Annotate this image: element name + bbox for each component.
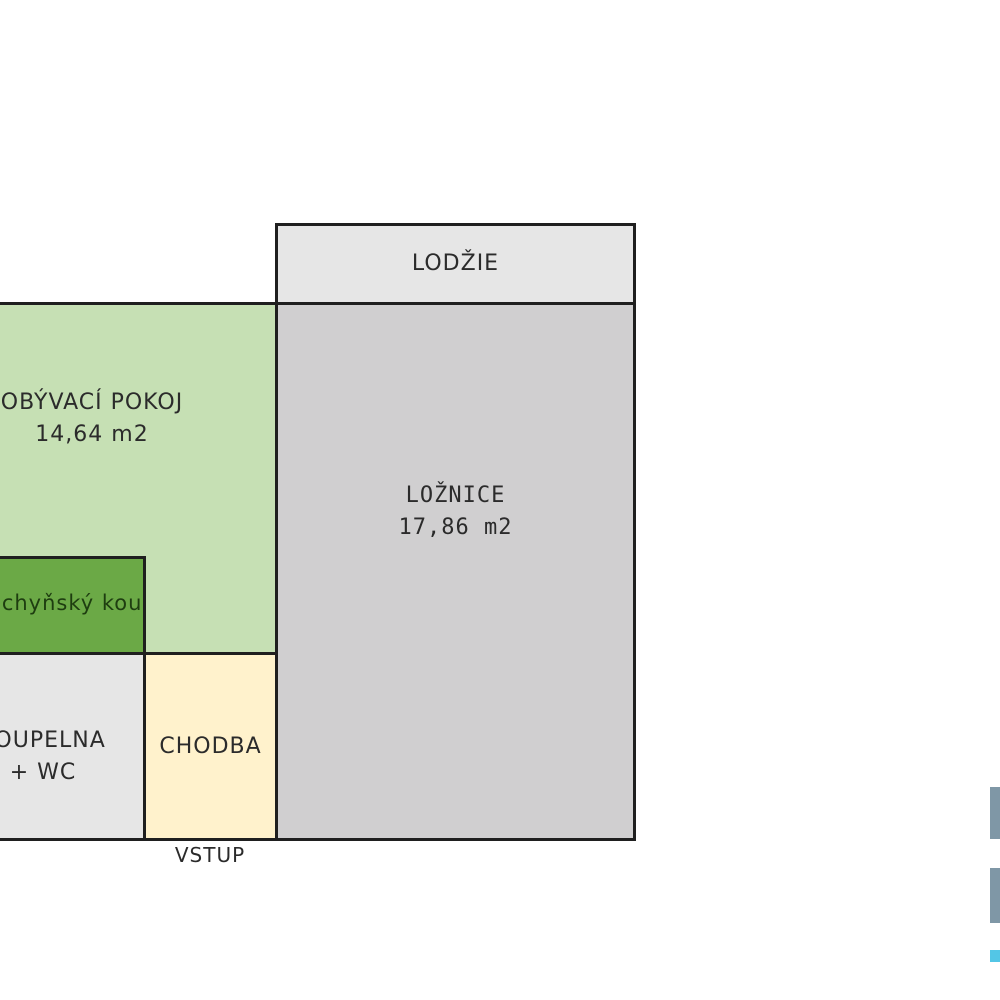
room-label-obyvaci-pokoj: OBÝVACÍ POKOJ: [0, 390, 184, 415]
room-label-kuchynsky-kout: kuchyňský kout: [0, 591, 143, 615]
room-lodzie: LODŽIE: [275, 223, 636, 305]
room-koupelna: KOUPELNA + WC: [0, 652, 146, 841]
logo-bar: [990, 787, 1000, 839]
room-label-koupelna: KOUPELNA: [0, 728, 106, 753]
room-label-lodzie: LODŽIE: [411, 251, 500, 276]
room-area-obyvaci-pokoj: 14,64 m2: [35, 422, 149, 447]
room-loznice: LOŽNICE 17,86 m2: [275, 302, 636, 841]
logo-accent: [990, 950, 1000, 962]
entrance-label: VSTUP: [174, 843, 246, 867]
room-label-chodba: CHODBA: [159, 733, 262, 759]
room-kuchynsky-kout: kuchyňský kout: [0, 556, 146, 655]
room-area-loznice: 17,86 m2: [398, 514, 513, 540]
room-area-koupelna: + WC: [9, 760, 77, 785]
logo-bar: [990, 868, 1000, 923]
room-chodba: CHODBA: [143, 652, 278, 841]
room-label-loznice: LOŽNICE: [405, 482, 506, 508]
